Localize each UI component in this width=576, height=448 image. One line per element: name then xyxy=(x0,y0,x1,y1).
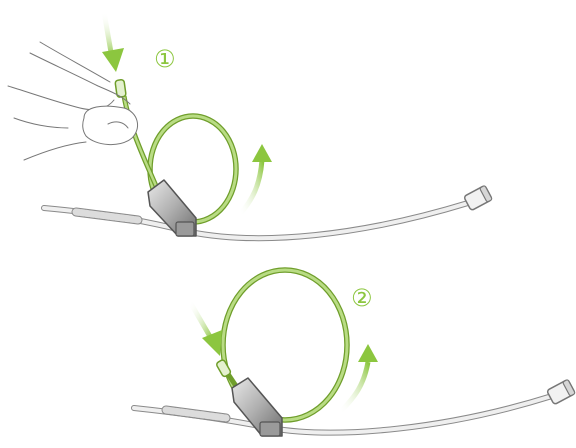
step-1-number: ① xyxy=(154,47,176,71)
push-arrow-icon xyxy=(190,302,222,356)
microphone-cable-icon xyxy=(44,203,468,238)
microphone-cable-icon xyxy=(134,396,552,433)
mic-capsule-icon xyxy=(464,185,493,210)
step-1-illustration xyxy=(8,12,492,238)
cable-clip-icon xyxy=(232,378,282,436)
mic-capsule-icon xyxy=(547,379,576,404)
step-2-number: ② xyxy=(351,286,373,310)
cable-clip-icon xyxy=(148,180,196,236)
rotate-arrow-icon xyxy=(240,144,272,214)
push-arrow-icon xyxy=(102,12,124,72)
